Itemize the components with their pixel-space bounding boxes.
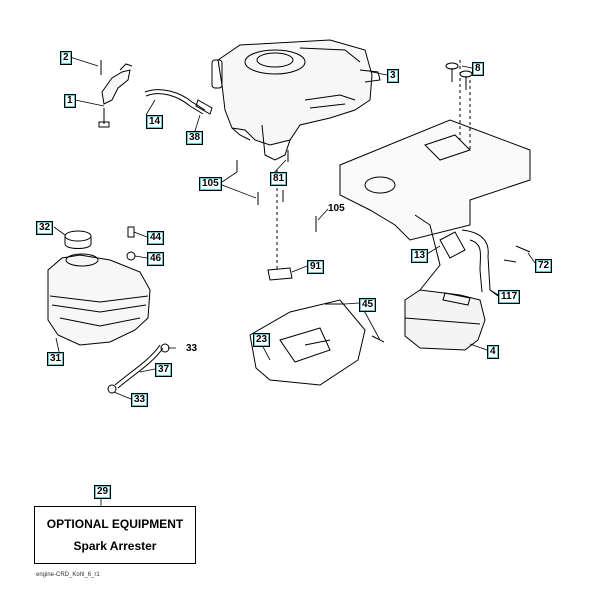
callout-38[interactable]: 38 <box>186 131 204 145</box>
callout-1[interactable]: 1 <box>64 94 76 108</box>
heat-shield-drawing <box>249 299 385 386</box>
muffler-drawing <box>404 289 486 351</box>
optional-equipment-subtitle: Spark Arrester <box>73 539 157 553</box>
fuel-hose-drawing <box>144 89 213 115</box>
frame-plate-drawing <box>339 60 531 291</box>
nut-drawing <box>267 267 293 281</box>
callout-8[interactable]: 8 <box>472 62 484 76</box>
fuel-tank-drawing <box>47 253 151 346</box>
callout-32[interactable]: 32 <box>36 221 54 235</box>
callout-105-right[interactable]: 105 <box>328 203 345 214</box>
callout-2[interactable]: 2 <box>60 51 72 65</box>
callout-13[interactable]: 13 <box>411 249 429 263</box>
exhaust-pipe-drawing <box>439 229 531 297</box>
optional-equipment-box: OPTIONAL EQUIPMENT Spark Arrester <box>34 506 196 564</box>
callout-33-bottom[interactable]: 33 <box>131 393 149 407</box>
small-parts-drawing <box>126 226 136 261</box>
callout-14[interactable]: 14 <box>146 115 164 129</box>
callout-91[interactable]: 91 <box>307 260 325 274</box>
callout-44[interactable]: 44 <box>147 231 165 245</box>
callout-117[interactable]: 117 <box>498 290 521 304</box>
reference-code: engine-CRD_Kohl_6_r1 <box>36 572 100 578</box>
callout-45[interactable]: 45 <box>359 298 377 312</box>
throttle-bracket-drawing <box>98 60 133 128</box>
callout-72[interactable]: 72 <box>535 259 553 273</box>
callout-33-top[interactable]: 33 <box>186 343 198 354</box>
callout-81[interactable]: 81 <box>270 172 288 186</box>
leader-lines <box>53 56 536 506</box>
callout-29[interactable]: 29 <box>94 485 112 499</box>
fuel-cap-drawing <box>64 230 92 249</box>
callout-3[interactable]: 3 <box>387 69 399 83</box>
callout-37[interactable]: 37 <box>155 363 173 377</box>
callout-23[interactable]: 23 <box>253 333 271 347</box>
callout-46[interactable]: 46 <box>147 252 165 266</box>
callout-4[interactable]: 4 <box>487 345 499 359</box>
engine-drawing <box>211 39 381 161</box>
screws-drawing <box>236 150 317 270</box>
callout-105-left[interactable]: 105 <box>199 177 222 191</box>
optional-equipment-title: OPTIONAL EQUIPMENT <box>46 517 184 531</box>
callout-31[interactable]: 31 <box>47 352 65 366</box>
